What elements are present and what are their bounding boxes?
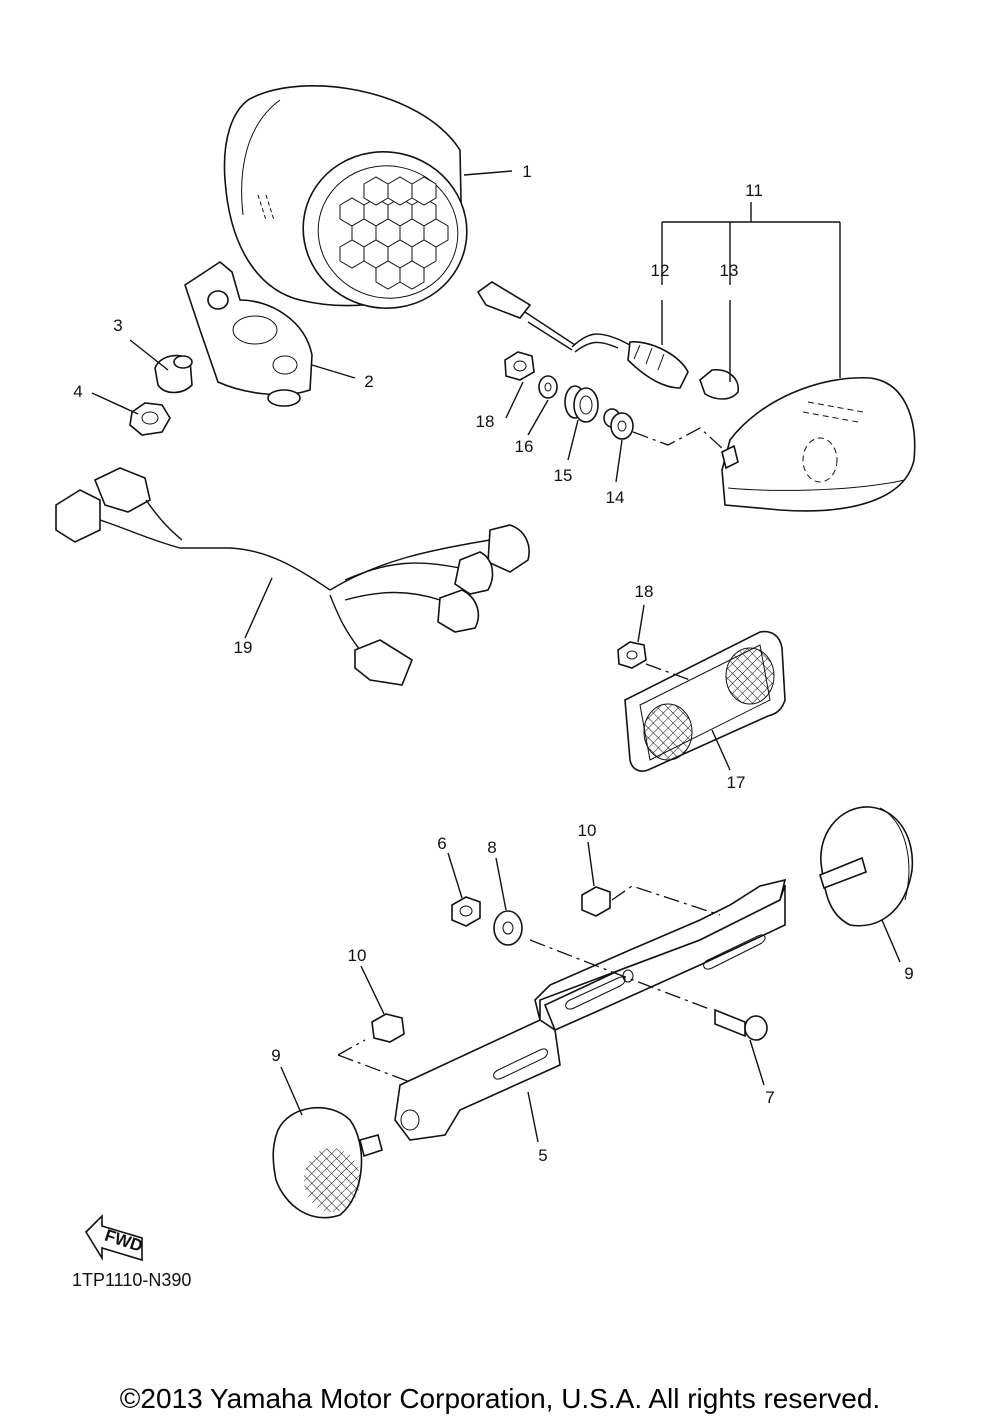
callout-5: 5 (538, 1146, 547, 1165)
callout-19: 19 (234, 638, 253, 657)
nut-part-4 (129, 402, 171, 436)
leader-lines (91, 170, 901, 1143)
headlight-bracket (184, 261, 313, 407)
nut-part-18-reflector (617, 641, 647, 669)
nut-part-18-top (504, 351, 535, 381)
callout-6: 6 (437, 834, 446, 853)
callout-2: 2 (364, 372, 373, 391)
callout-12: 12 (651, 261, 670, 280)
turn-signal-bulb (699, 369, 739, 400)
bolt-part-7 (714, 1008, 768, 1041)
bolt-part-3 (154, 354, 193, 394)
headlight-assembly (223, 85, 468, 309)
callout-17: 17 (727, 773, 746, 792)
washer-part-16 (538, 375, 558, 399)
copyright-notice: ©2013 Yamaha Motor Corporation, U.S.A. A… (119, 1383, 881, 1414)
grommet-part-15 (564, 385, 599, 423)
callout-18-reflector: 18 (635, 582, 654, 601)
callout-8: 8 (487, 838, 496, 857)
callout-3: 3 (113, 316, 122, 335)
callout-9-right: 9 (904, 964, 913, 983)
callout-7: 7 (765, 1088, 774, 1107)
collar-part-14 (603, 408, 634, 440)
callout-labels: 1 2 3 4 5 6 7 8 9 9 10 10 11 12 13 14 15… (73, 162, 913, 1165)
callout-9-left: 9 (271, 1046, 280, 1065)
callout-10-upper: 10 (578, 821, 597, 840)
reflector-plate (624, 630, 786, 772)
diagram-code: 1TP1110-N390 (72, 1270, 192, 1290)
callout-10-lower: 10 (348, 946, 367, 965)
wire-harness (55, 467, 530, 686)
callout-18-top: 18 (476, 412, 495, 431)
fwd-direction-arrow: FWD (84, 1214, 145, 1262)
callout-1: 1 (522, 162, 531, 181)
callout-11: 11 (745, 181, 763, 200)
rear-turn-signal-left (272, 1106, 383, 1219)
nut-part-10-upper (581, 886, 611, 917)
callout-16: 16 (515, 437, 534, 456)
washer-part-8 (493, 910, 523, 946)
nut-part-10-lower (371, 1013, 405, 1043)
headlight-lens-hex-pattern (339, 176, 449, 290)
turn-signal-bracket (394, 878, 787, 1141)
turn-signal-lens (721, 376, 916, 512)
callout-15: 15 (554, 466, 573, 485)
nut-part-6 (451, 896, 481, 927)
rear-turn-signal-right (819, 806, 914, 927)
callout-14: 14 (606, 488, 625, 507)
callout-13: 13 (720, 261, 739, 280)
callout-4: 4 (73, 382, 82, 401)
turn-signal-socket-wire (476, 281, 689, 389)
